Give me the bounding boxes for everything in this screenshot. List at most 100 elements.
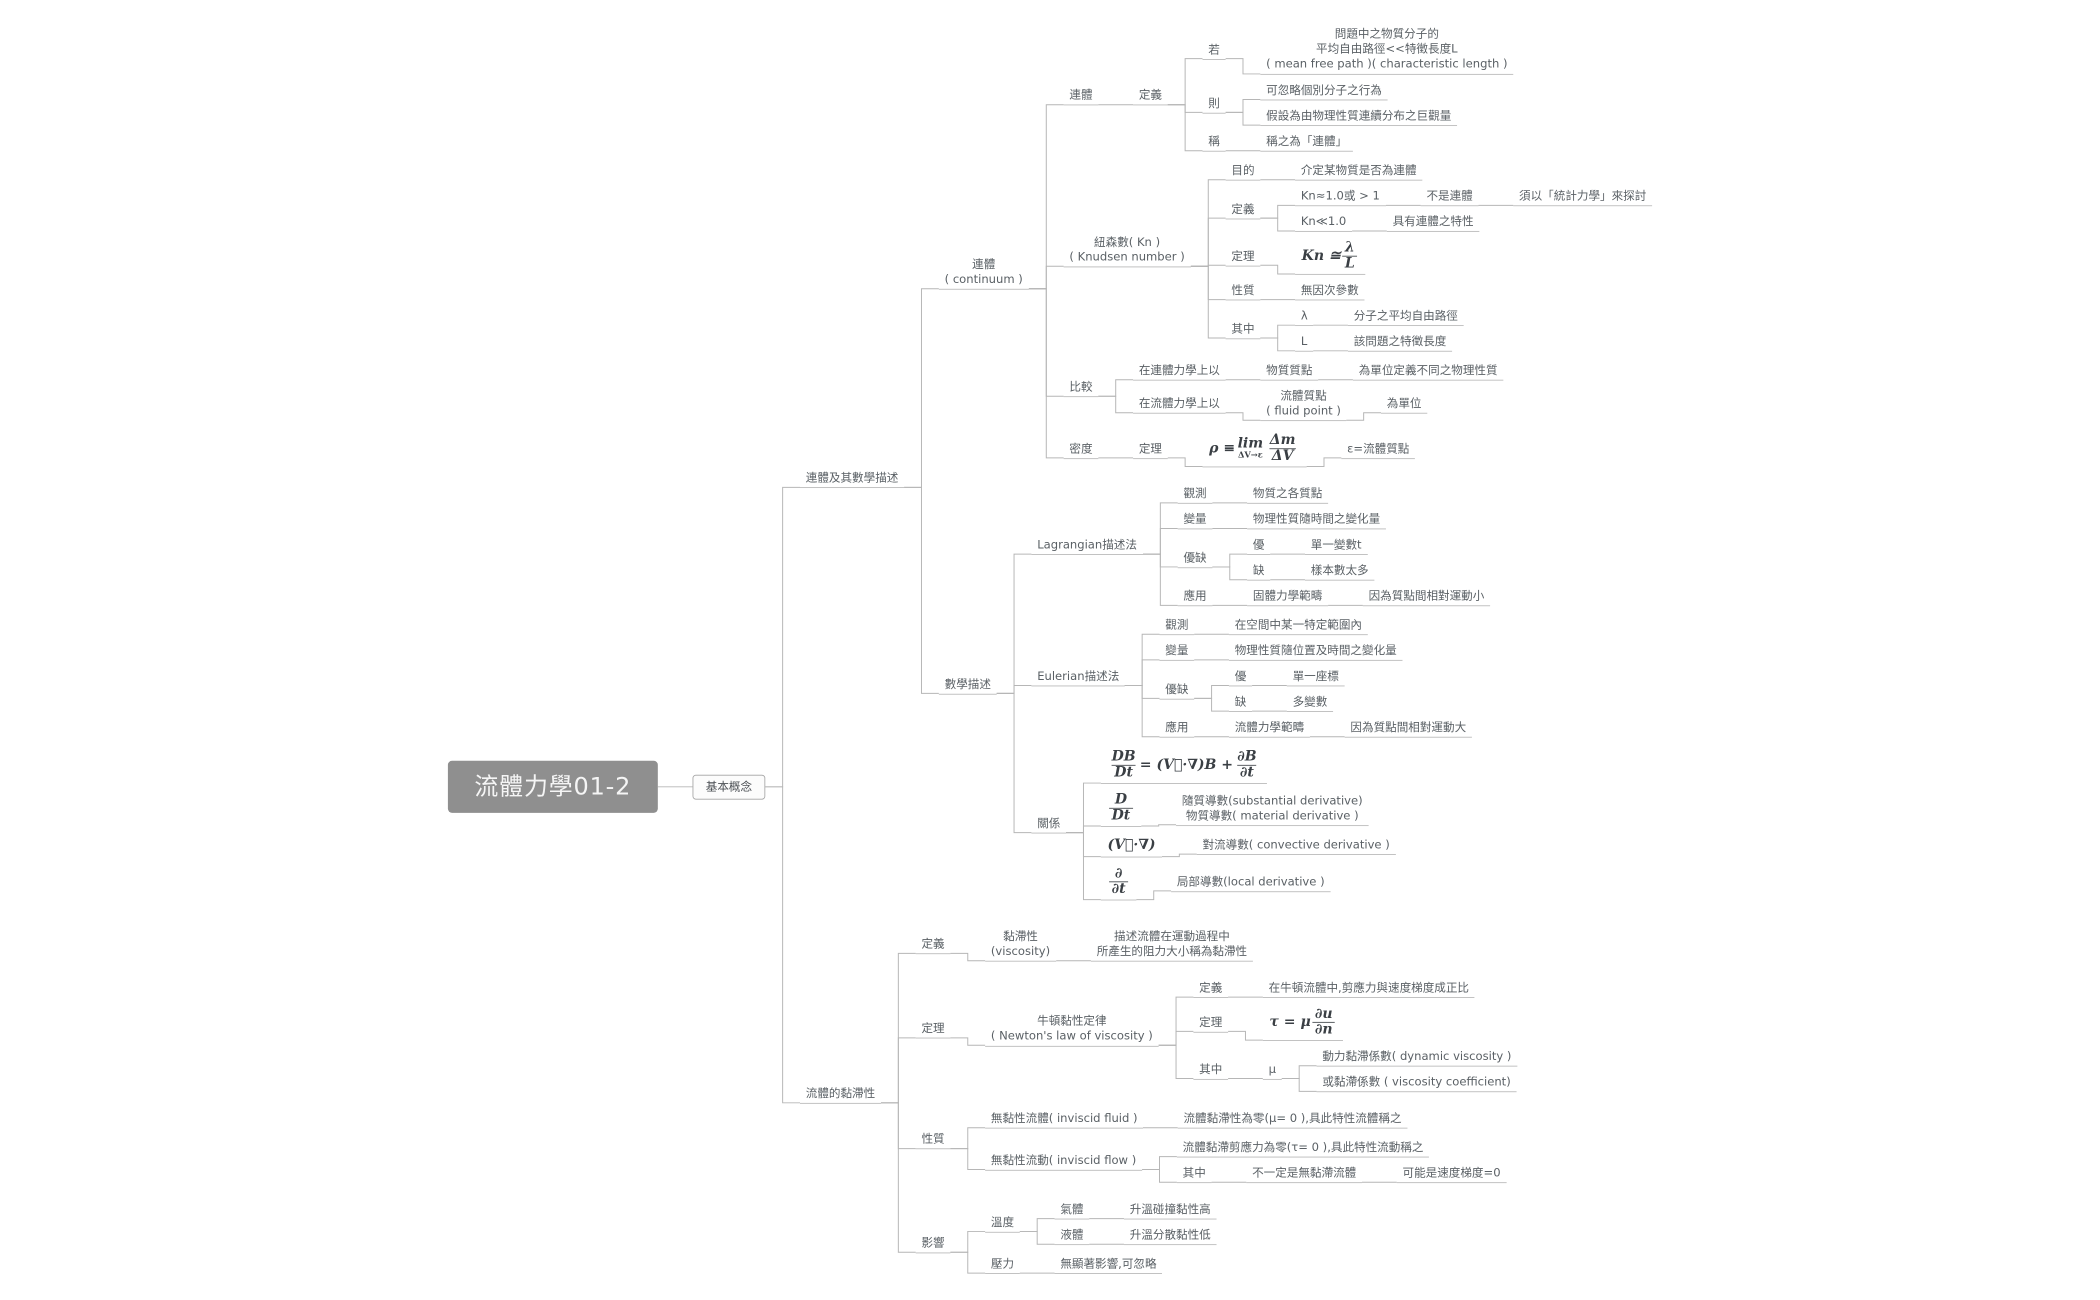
- topic[interactable]: Kn≪1.0: [1295, 214, 1353, 232]
- topic[interactable]: 單一座標: [1286, 668, 1345, 687]
- topic[interactable]: 則: [1202, 95, 1226, 114]
- topic[interactable]: 該問題之特徵長度: [1347, 333, 1453, 352]
- topic[interactable]: 優缺: [1159, 681, 1195, 700]
- topic[interactable]: 具有連體之特性: [1386, 214, 1480, 232]
- topic[interactable]: 液體: [1054, 1227, 1090, 1246]
- topic[interactable]: 連體( continuum ): [938, 256, 1029, 290]
- topic[interactable]: 氣體: [1054, 1201, 1090, 1220]
- topic[interactable]: 無顯著影響,可忽略: [1054, 1256, 1163, 1275]
- topic[interactable]: 升溫分散黏性低: [1123, 1227, 1217, 1246]
- topic[interactable]: 為單位定義不同之物理性質: [1352, 362, 1504, 381]
- topic[interactable]: 其中: [1193, 1061, 1229, 1080]
- topic[interactable]: 流體黏滯剪應力為零(τ= 0 ),具此特性流動稱之: [1176, 1139, 1430, 1158]
- topic[interactable]: 須以「統計力學」來探討: [1513, 188, 1653, 207]
- topic[interactable]: 定義: [1133, 87, 1168, 106]
- topic[interactable]: 定義: [1225, 201, 1261, 220]
- topic[interactable]: 因為質點間相對運動小: [1362, 588, 1491, 607]
- topic[interactable]: 流體力學範疇: [1228, 719, 1310, 738]
- topic[interactable]: 優: [1247, 537, 1271, 556]
- topic[interactable]: 隨質導數(substantial derivative)物質導數( materi…: [1176, 793, 1369, 826]
- topic[interactable]: 假設為由物理性質連續分布之巨觀量: [1260, 108, 1458, 127]
- topic[interactable]: 其中: [1176, 1165, 1212, 1184]
- topic[interactable]: 物質之各質點: [1247, 486, 1329, 504]
- topic[interactable]: 升溫碰撞黏性高: [1123, 1201, 1217, 1220]
- formula-topic[interactable]: τ = μ ∂u∂n: [1262, 1005, 1344, 1041]
- topic[interactable]: 流體黏滯性為零(μ= 0 ),具此特性流體稱之: [1177, 1110, 1408, 1129]
- topic[interactable]: Kn≈1.0或 > 1: [1295, 188, 1386, 207]
- topic[interactable]: 缺: [1247, 562, 1271, 581]
- topic[interactable]: 溫度: [985, 1214, 1020, 1233]
- topic[interactable]: 連體及其數學描述: [799, 470, 905, 489]
- topic[interactable]: 無黏性流體( inviscid fluid ): [985, 1110, 1144, 1129]
- main-topic[interactable]: 基本概念: [692, 774, 766, 800]
- topic[interactable]: 稱之為「連體」: [1260, 133, 1353, 152]
- topic[interactable]: 比較: [1063, 379, 1099, 398]
- topic[interactable]: Eulerian描述法: [1031, 668, 1126, 687]
- topic[interactable]: 流體的黏滯性: [799, 1085, 881, 1104]
- topic[interactable]: 局部導數(local derivative ): [1171, 874, 1331, 892]
- topic[interactable]: 在空間中某一特定範圍內: [1228, 617, 1368, 636]
- topic[interactable]: 動力黏滯係數( dynamic viscosity ): [1316, 1048, 1518, 1067]
- root-topic[interactable]: 流體力學01-2: [447, 760, 658, 813]
- topic[interactable]: 變量: [1177, 511, 1213, 530]
- topic[interactable]: 問題中之物質分子的平均自由路徑<<特徵長度L( mean free path )…: [1260, 26, 1514, 75]
- topic[interactable]: 不一定是無黏滯流體: [1246, 1165, 1362, 1184]
- topic[interactable]: 不是連體: [1420, 188, 1479, 207]
- topic[interactable]: 對流導數( convective derivative ): [1196, 837, 1396, 856]
- topic[interactable]: 單一變數t: [1304, 537, 1368, 556]
- topic[interactable]: 優: [1228, 668, 1253, 687]
- topic[interactable]: 應用: [1177, 588, 1213, 607]
- topic[interactable]: ε=流體質點: [1341, 440, 1416, 459]
- topic[interactable]: 定理: [1133, 440, 1168, 459]
- topic[interactable]: 連體: [1063, 87, 1099, 106]
- topic[interactable]: 為單位: [1381, 395, 1428, 414]
- topic[interactable]: 觀測: [1159, 617, 1195, 636]
- topic[interactable]: 可能是速度梯度=0: [1396, 1165, 1507, 1184]
- formula-topic[interactable]: (V⃗·∇): [1100, 834, 1163, 858]
- topic[interactable]: 分子之平均自由路徑: [1347, 308, 1464, 327]
- topic[interactable]: 定義: [915, 936, 951, 955]
- topic[interactable]: 密度: [1063, 440, 1099, 459]
- topic[interactable]: 其中: [1225, 321, 1261, 339]
- topic[interactable]: 稱: [1202, 133, 1226, 152]
- topic[interactable]: 變量: [1159, 643, 1195, 661]
- topic[interactable]: L: [1295, 333, 1314, 352]
- topic[interactable]: 定理: [915, 1020, 951, 1039]
- topic[interactable]: 或黏滯係數 ( viscosity coefficient): [1316, 1074, 1517, 1093]
- topic[interactable]: 目的: [1225, 162, 1261, 181]
- topic[interactable]: 定理: [1193, 1014, 1229, 1033]
- topic[interactable]: 若: [1202, 41, 1226, 60]
- topic[interactable]: 紐森數( Kn )( Knudsen number ): [1063, 234, 1191, 268]
- topic[interactable]: 性質: [1225, 282, 1261, 301]
- topic[interactable]: 物質質點: [1260, 362, 1319, 381]
- topic[interactable]: 在流體力學上以: [1133, 395, 1226, 414]
- topic[interactable]: μ: [1262, 1061, 1282, 1080]
- topic[interactable]: 優缺: [1177, 550, 1213, 568]
- topic[interactable]: 無因次參數: [1295, 282, 1365, 301]
- topic[interactable]: 缺: [1228, 694, 1253, 713]
- topic[interactable]: 在牛頓流體中,剪應力與速度梯度成正比: [1262, 980, 1475, 999]
- topic[interactable]: 壓力: [985, 1256, 1020, 1275]
- topic[interactable]: 觀測: [1177, 486, 1213, 504]
- topic[interactable]: λ: [1295, 308, 1314, 327]
- topic[interactable]: 關係: [1031, 815, 1067, 834]
- formula-topic[interactable]: ∂∂t: [1100, 865, 1137, 901]
- topic[interactable]: 物理性質隨時間之變化量: [1247, 511, 1386, 530]
- topic[interactable]: 流體質點( fluid point ): [1260, 388, 1347, 422]
- topic[interactable]: 樣本數太多: [1304, 562, 1375, 581]
- topic[interactable]: 影響: [915, 1235, 951, 1254]
- topic[interactable]: 物理性質隨位置及時間之變化量: [1228, 643, 1403, 661]
- topic[interactable]: 黏滯性(viscosity): [985, 929, 1056, 962]
- topic[interactable]: 可忽略個別分子之行為: [1260, 82, 1388, 101]
- topic[interactable]: Lagrangian描述法: [1031, 537, 1143, 556]
- topic[interactable]: 牛頓黏性定律( Newton's law of viscosity ): [985, 1013, 1159, 1047]
- topic[interactable]: 無黏性流動( inviscid flow ): [985, 1152, 1143, 1171]
- topic[interactable]: 描述流體在運動過程中所產生的阻力大小稱為黏滯性: [1090, 929, 1253, 962]
- topic[interactable]: 多變數: [1286, 694, 1334, 713]
- topic[interactable]: 定理: [1225, 248, 1261, 267]
